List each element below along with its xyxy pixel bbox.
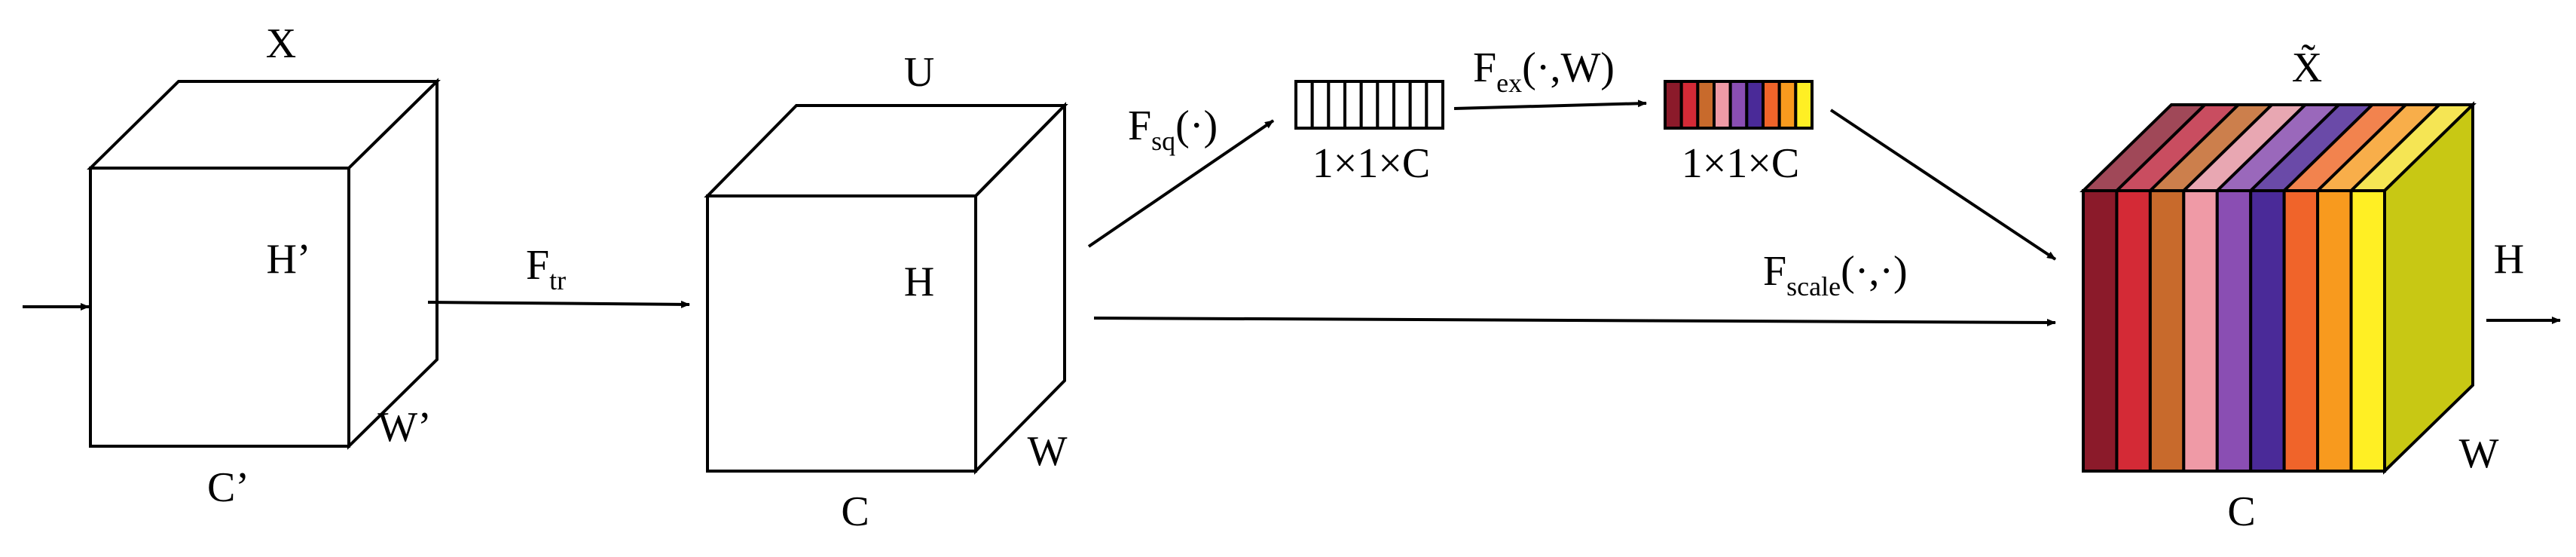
output-cube-x-tilde xyxy=(2079,101,2477,475)
excite-cell-6 xyxy=(1745,80,1765,130)
excite-cell-2 xyxy=(1679,80,1700,130)
output-channel-front-1 xyxy=(2082,189,2119,473)
u-width-label: W xyxy=(1028,428,1068,475)
squeeze-dims-label: 1×1×C xyxy=(1312,140,1431,187)
squeeze-cell-2 xyxy=(1310,80,1331,130)
input-height-label: H’ xyxy=(266,236,310,283)
excite-dims-label: 1×1×C xyxy=(1682,140,1800,187)
squeeze-cell-6 xyxy=(1376,80,1396,130)
u-height-label: H xyxy=(904,259,934,305)
fscale-label: Fscale(·,·) xyxy=(1763,248,1908,301)
fex-label: Fex(·,W) xyxy=(1473,44,1615,98)
squeeze-cell-9 xyxy=(1425,80,1445,130)
excitation-vector xyxy=(1664,80,1814,130)
excite-cell-8 xyxy=(1777,80,1798,130)
input-channels-label: C’ xyxy=(207,464,249,511)
fsq-arrow xyxy=(1087,119,1275,248)
squeeze-cell-1 xyxy=(1294,80,1314,130)
excite-cell-5 xyxy=(1728,80,1749,130)
output-height-label: H xyxy=(2494,236,2524,283)
output-channel-front-4 xyxy=(2182,189,2219,473)
input-cube-x xyxy=(87,78,441,450)
squeeze-vector xyxy=(1294,80,1445,130)
output-width-label: W xyxy=(2459,430,2499,477)
output-channel-front-9 xyxy=(2349,189,2387,473)
fex-arrow xyxy=(1453,99,1647,110)
output-channel-front-2 xyxy=(2115,189,2152,473)
output-channels-label: C xyxy=(2227,488,2255,535)
ftr-label: Ftr xyxy=(526,242,566,295)
output-channel-front-7 xyxy=(2282,189,2320,473)
input-cube-label: X xyxy=(266,20,296,67)
u-channels-label: C xyxy=(841,488,869,535)
ftr-arrow xyxy=(427,300,690,308)
fsq-label: Fsq(·) xyxy=(1128,103,1218,156)
excite-to-output-arrow xyxy=(1829,109,2057,261)
feature-cube-u xyxy=(704,102,1068,475)
squeeze-cell-7 xyxy=(1392,80,1412,130)
excite-cell-7 xyxy=(1762,80,1781,130)
input-width-label: W’ xyxy=(377,404,432,451)
excite-cell-1 xyxy=(1664,80,1683,130)
excite-cell-3 xyxy=(1696,80,1716,130)
input-cube-front-face xyxy=(89,167,350,448)
output-channel-front-6 xyxy=(2249,189,2286,473)
excite-cell-4 xyxy=(1713,80,1732,130)
u-cube-front-face xyxy=(706,194,977,473)
excite-cell-9 xyxy=(1794,80,1814,130)
output-channel-front-8 xyxy=(2316,189,2353,473)
fscale-arrow xyxy=(1093,317,2056,326)
output-channel-front-5 xyxy=(2215,189,2253,473)
output-cube-label: X̃ xyxy=(2292,44,2322,91)
squeeze-cell-3 xyxy=(1327,80,1347,130)
u-cube-label: U xyxy=(904,49,934,96)
squeeze-cell-5 xyxy=(1359,80,1380,130)
squeeze-cell-8 xyxy=(1408,80,1429,130)
squeeze-cell-4 xyxy=(1343,80,1363,130)
output-channel-front-3 xyxy=(2148,189,2186,473)
